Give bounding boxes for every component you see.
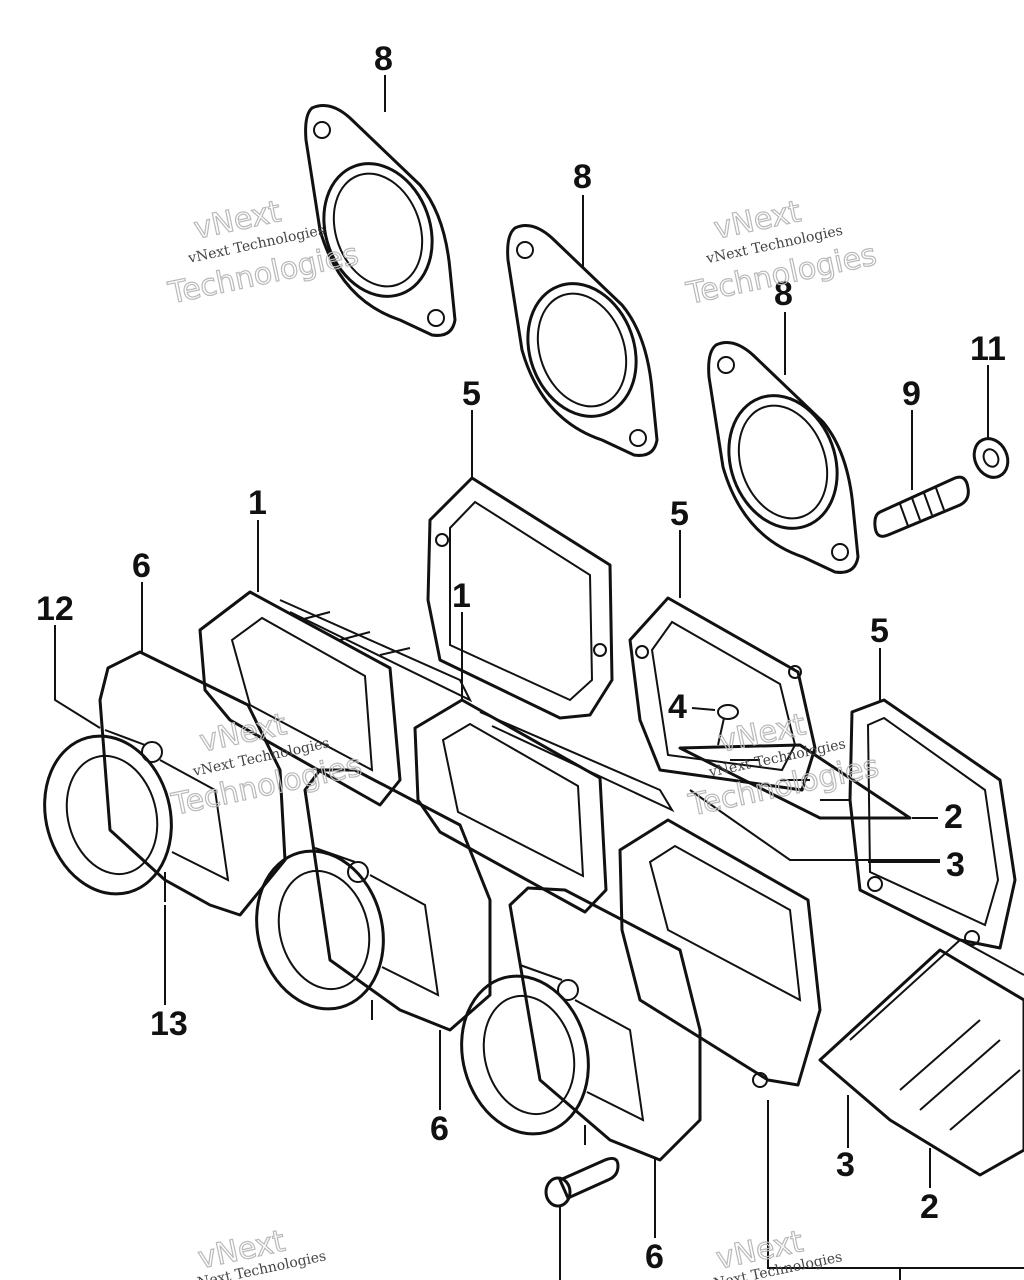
reed-plate-lower <box>818 938 1024 1177</box>
mounting-bolt <box>544 1157 620 1208</box>
carb-holder-right <box>460 886 702 1162</box>
small-screw <box>717 704 739 746</box>
callout-1-left: 1 <box>248 484 267 522</box>
watermark-top-right: vNext Technologies vNext Technologies <box>682 194 880 313</box>
callout-5-middle: 5 <box>670 495 689 533</box>
callout-9: 9 <box>902 375 921 413</box>
callout-2-upper: 2 <box>944 798 963 836</box>
callout-13: 13 <box>150 1005 188 1043</box>
carb-holder-center <box>255 768 492 1032</box>
callout-2-lower: 2 <box>920 1188 939 1226</box>
callout-5-right: 5 <box>870 612 889 650</box>
watermark-bottom-right: vNext vNext Technologies <box>703 1224 843 1280</box>
reed-block-left <box>198 590 473 807</box>
reed-stopper-upper <box>689 789 940 861</box>
callout-8-left: 8 <box>374 40 393 78</box>
stud-bolt <box>873 475 970 538</box>
reed-block-center <box>413 698 675 914</box>
reed-block-right <box>618 818 822 1088</box>
leader-lines <box>54 75 989 1238</box>
callout-3-lower: 3 <box>836 1146 855 1184</box>
callout-6-left: 6 <box>132 547 151 585</box>
washer <box>972 437 1010 479</box>
flange-gasket-left <box>304 104 457 337</box>
watermark-bottom-left: vNext vNext Technologies <box>187 1223 327 1280</box>
callout-8-right: 8 <box>774 275 793 313</box>
watermark-top-left: vNext Technologies vNext Technologies <box>164 194 362 313</box>
flange-gasket-middle <box>506 224 659 457</box>
base-frame <box>559 1100 1024 1280</box>
watermark-mid-left: vNext Technologies vNext Technologies <box>168 706 366 823</box>
flange-gasket-right <box>707 341 860 574</box>
callout-6-center: 6 <box>430 1110 449 1148</box>
callout-6-right: 6 <box>645 1238 664 1276</box>
callout-12: 12 <box>36 590 74 628</box>
callout-3-upper: 3 <box>946 846 965 884</box>
reed-gasket-right <box>848 698 1017 950</box>
callout-1-center: 1 <box>452 577 471 615</box>
callout-8-middle: 8 <box>573 158 592 196</box>
callout-5-top: 5 <box>462 375 481 413</box>
reed-plate-upper <box>678 743 912 820</box>
callout-11: 11 <box>970 330 1006 368</box>
callout-4: 4 <box>668 688 687 726</box>
reed-gasket-top <box>426 476 614 720</box>
